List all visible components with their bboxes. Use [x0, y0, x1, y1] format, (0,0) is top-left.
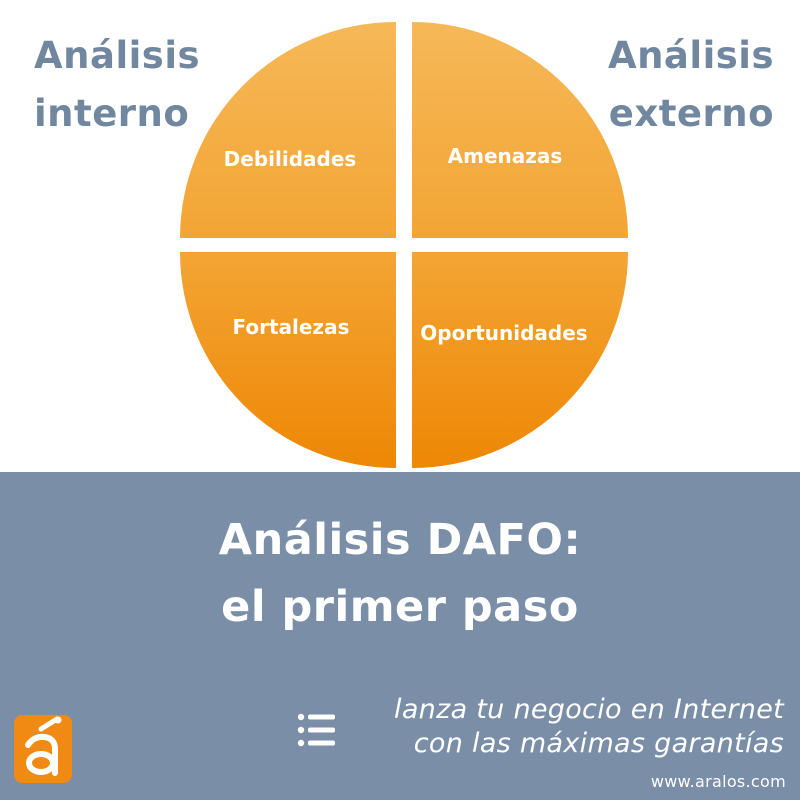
aralos-a-logo-icon: [14, 715, 72, 783]
dafo-circle-diagram: Debilidades Amenazas Fortalezas Oportuni…: [180, 22, 628, 468]
external-analysis-label-line2: externo: [608, 92, 774, 135]
internal-analysis-label-line2: interno: [34, 92, 190, 135]
internal-analysis-label-line1: Análisis: [34, 34, 201, 77]
headline-line1: Análisis DAFO:: [218, 515, 582, 565]
headline-line2: el primer paso: [221, 582, 579, 632]
tagline-line1: lanza tu negocio en Internet: [394, 694, 784, 725]
quadrant-label-oportunidades: Oportunidades: [420, 321, 587, 345]
quadrant-fortalezas: [180, 252, 396, 468]
quadrant-label-fortalezas: Fortalezas: [233, 315, 350, 339]
diagram-area: Análisis interno Análisis externo: [34, 27, 774, 143]
quadrant-label-debilidades: Debilidades: [224, 147, 357, 171]
list-icon: [297, 713, 335, 747]
quadrant-oportunidades: [412, 252, 628, 468]
tagline-line2: con las máximas garantías: [413, 728, 784, 759]
external-analysis-label-line1: Análisis: [607, 34, 774, 77]
quadrant-amenazas: [412, 22, 628, 238]
footer-banner: [0, 472, 800, 800]
website-link[interactable]: www.aralos.com: [650, 772, 786, 791]
internal-analysis-label: Análisis interno: [34, 27, 200, 143]
external-analysis-label: Análisis externo: [608, 27, 774, 143]
quadrant-label-amenazas: Amenazas: [448, 144, 563, 168]
quadrant-debilidades: [180, 22, 396, 238]
